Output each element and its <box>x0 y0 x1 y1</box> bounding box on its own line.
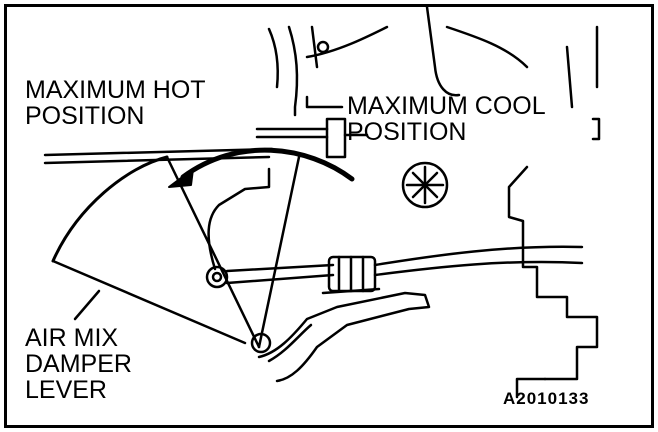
figure-code: A2010133 <box>503 389 590 408</box>
damper-knob <box>401 161 449 209</box>
lever-label-line3: LEVER <box>25 376 107 404</box>
travel-arc-arrow <box>168 147 355 188</box>
mount-bracket <box>257 291 431 383</box>
mechanism-drawing <box>43 7 601 399</box>
max-hot-label-line2: POSITION <box>25 102 145 130</box>
max-cool-label-line1: MAXIMUM COOL <box>347 92 546 120</box>
cool-bracket <box>591 117 601 141</box>
max-cool-label-line2: POSITION <box>347 118 467 146</box>
diagram-frame: MAXIMUM HOT POSITION MAXIMUM COOL POSITI… <box>4 4 654 428</box>
lever-leader-line <box>73 289 101 321</box>
cable-end-pivot <box>205 263 335 289</box>
control-cable <box>373 245 584 277</box>
max-hot-label-line1: MAXIMUM HOT <box>25 76 206 104</box>
damper-lever-sector <box>51 155 301 354</box>
lever-arm <box>207 167 271 271</box>
lever-label-line2: DAMPER <box>25 350 132 378</box>
lever-label-line1: AIR MIX <box>25 324 119 352</box>
housing-top-outline <box>267 7 599 117</box>
housing-right-outline <box>305 95 599 399</box>
